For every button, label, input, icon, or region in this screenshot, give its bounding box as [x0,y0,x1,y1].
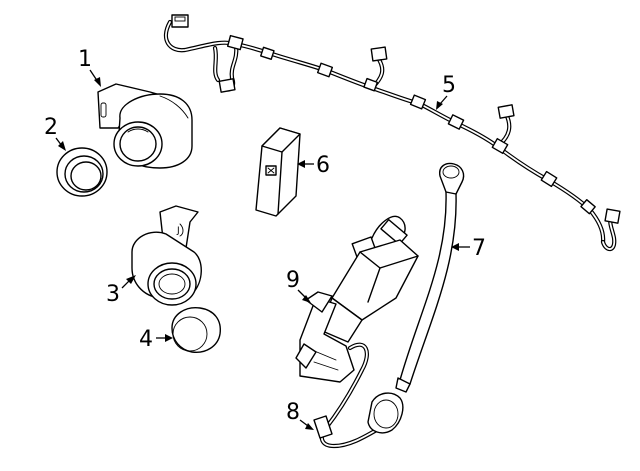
part-2-retainer-ring [56,147,108,197]
callout-8: 8 [286,400,300,425]
callout-2: 2 [44,115,58,140]
callout-4: 4 [139,327,153,352]
part-1-sensor-bracket [97,83,193,169]
sensor-mark: J [176,226,180,236]
callout-9: 9 [286,268,300,293]
part-6-control-module [255,127,301,217]
part-3-parking-sensor [131,205,202,306]
callout-1: 1 [78,47,92,72]
part-9-camera-assembly [295,215,419,383]
callout-6: 6 [316,153,330,178]
part-5-wiring-harness [163,14,621,252]
part-8-camera-cable [313,342,404,449]
callout-3: 3 [106,282,120,307]
part-4-plug-cap [171,307,221,353]
callout-5: 5 [442,73,456,98]
callout-7: 7 [472,236,486,261]
part-7-tube [395,162,465,393]
